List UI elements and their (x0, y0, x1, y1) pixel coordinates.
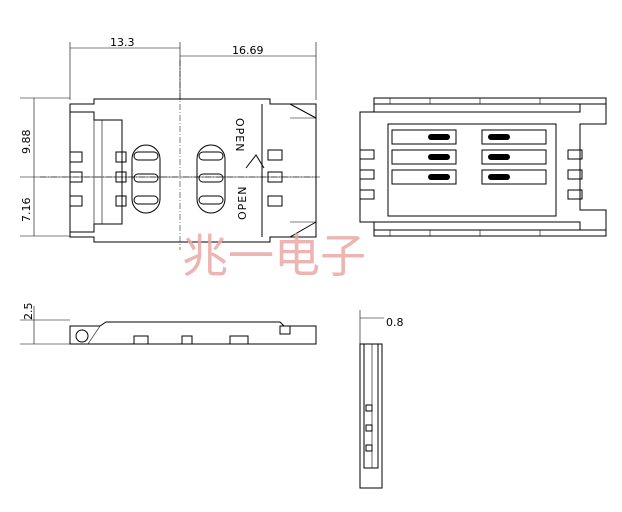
dim-13-3: 13.3 (110, 36, 135, 49)
end-view: 0.8 (359, 310, 404, 489)
watermark: 兆一电子 (182, 229, 366, 283)
dim-16-69: 16.69 (232, 44, 264, 57)
plan-view-left: OPEN OPEN 13.3 16.69 9.88 7.16 (20, 36, 320, 250)
contact-group-2 (196, 144, 226, 214)
open-label-top: OPEN (233, 118, 246, 152)
dim-7-16: 7.16 (20, 198, 33, 223)
contact-rows (391, 129, 547, 185)
dim-9-88: 9.88 (20, 130, 33, 155)
side-view: 2.5 (20, 303, 317, 345)
dim-2-5: 2.5 (22, 303, 35, 321)
dim-0-8: 0.8 (386, 316, 404, 329)
open-label-bottom: OPEN (236, 186, 249, 220)
contact-group-1 (131, 144, 161, 214)
plan-view-right (359, 97, 607, 237)
